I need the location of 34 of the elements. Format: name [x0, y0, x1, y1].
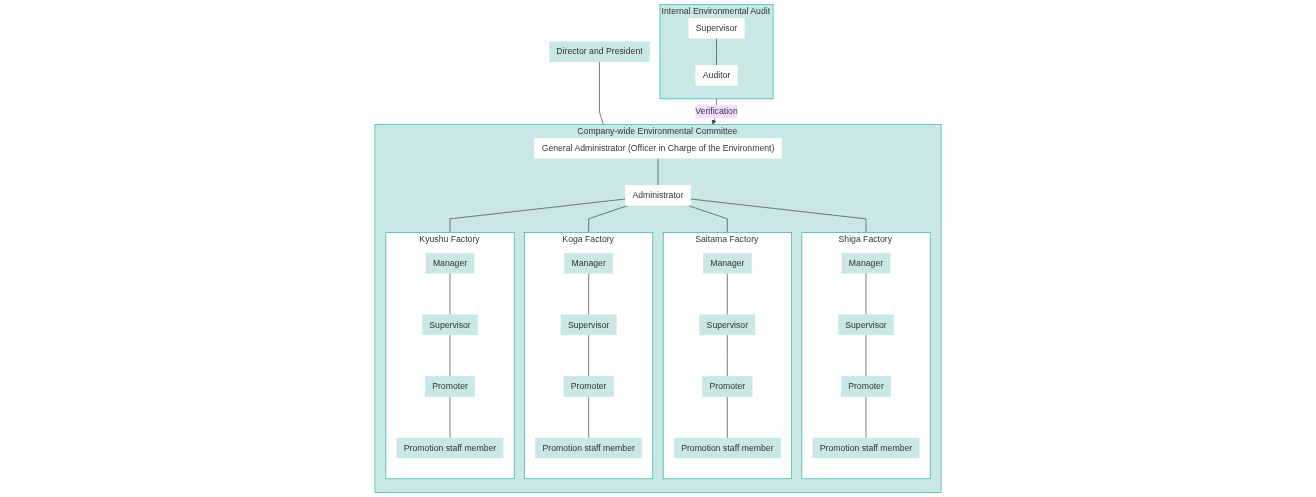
- node-box: Supervisor: [838, 314, 894, 336]
- node-box: Manager: [425, 253, 475, 274]
- node-box: Supervisor: [699, 314, 756, 336]
- node-box: Promoter: [702, 376, 753, 397]
- node-box: Promoter: [424, 376, 476, 397]
- connector: [727, 272, 728, 316]
- connector: [588, 204, 629, 233]
- node-box: Supervisor: [422, 314, 478, 336]
- node-box: Administrator: [625, 185, 691, 206]
- node-box: Promotion staff member: [673, 437, 781, 459]
- connector: [588, 272, 589, 316]
- node-box: Supervisor: [688, 17, 745, 39]
- connector: [588, 334, 589, 377]
- connector: [690, 198, 867, 233]
- node-box: Auditor: [695, 65, 738, 86]
- connector: [716, 37, 717, 66]
- connector: [727, 396, 728, 439]
- node-box: Promotion staff member: [396, 437, 504, 459]
- node-box: Manager: [841, 253, 891, 274]
- node-box: Manager: [564, 253, 613, 274]
- node-box: General Administrator (Officer in Charge of the Environment): [534, 137, 782, 159]
- node-box: Promoter: [563, 376, 614, 397]
- node-box: Promotion staff member: [535, 437, 643, 459]
- connector: [449, 198, 626, 233]
- node-box: Promotion staff member: [812, 437, 920, 459]
- edge-label: Verification: [695, 106, 738, 117]
- connector: [588, 396, 589, 439]
- connector: [599, 61, 604, 125]
- node-box: Manager: [703, 253, 752, 274]
- node-box: Supervisor: [560, 314, 617, 336]
- connector: [727, 334, 728, 377]
- connector: [687, 204, 728, 233]
- node-box: Director and President: [549, 41, 650, 62]
- node-box: Promoter: [840, 376, 892, 397]
